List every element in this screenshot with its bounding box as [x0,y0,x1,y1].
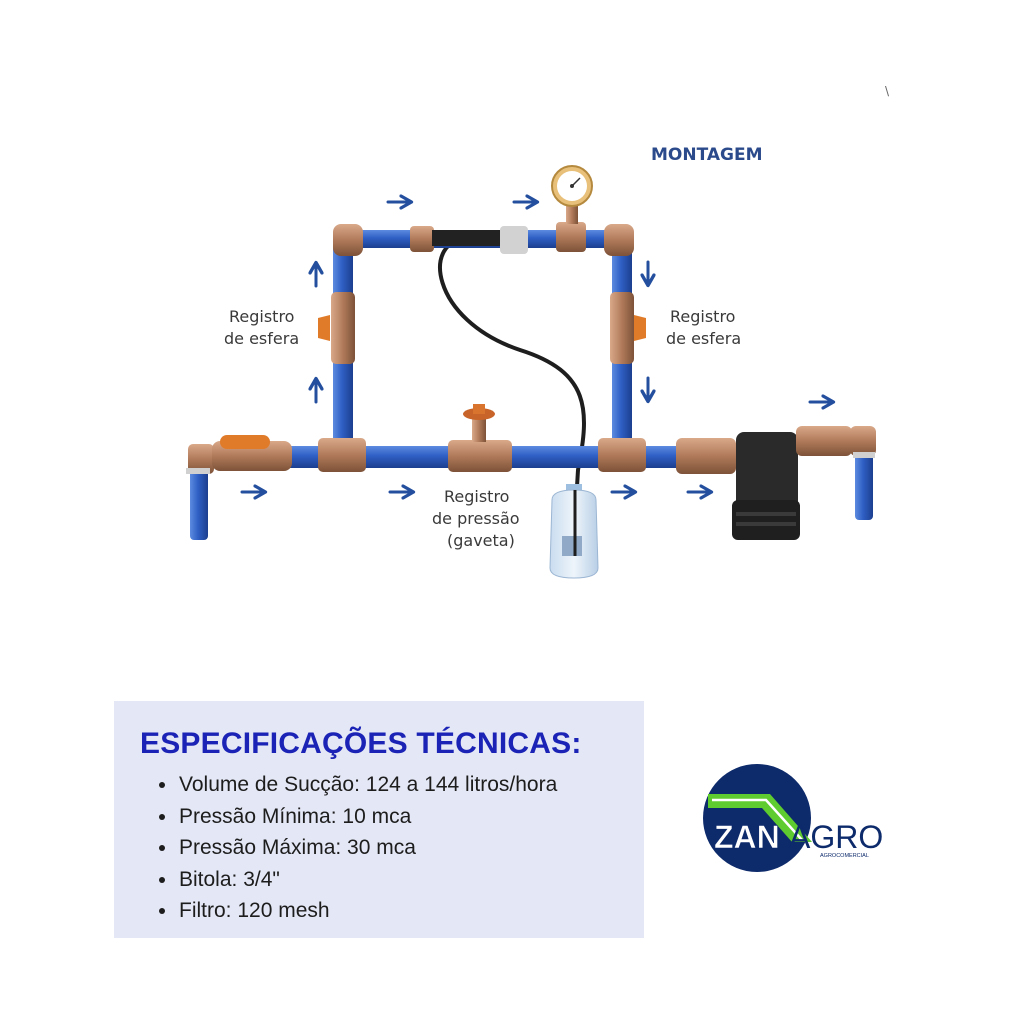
bottle-icon [549,484,599,579]
right-valve-label-line2: de esfera [666,329,741,348]
left-valve-label-line2: de esfera [224,329,299,348]
outlet-coupling [676,438,736,474]
montagem-diagram: MONTAGEM \ [186,84,890,579]
inlet-pipe [190,468,208,540]
left-top-elbow [333,224,363,256]
top-union-right [500,226,528,254]
left-valve-label-line1: Registro [229,307,294,326]
gate-valve-icon [463,404,495,420]
top-union-left [410,226,434,252]
logo-swoosh [708,794,812,842]
spec-panel: ESPECIFICAÇÕES TÉCNICAS: Volume de Sucçã… [114,701,644,938]
suction-hose [438,236,586,521]
spec-item: Volume de Sucção: 124 a 144 litros/hora [159,769,557,801]
spec-item: Pressão Mínima: 10 mca [159,801,557,833]
logo-swoosh-inner [712,798,803,841]
inlet-clamp [186,468,210,474]
spec-heading: ESPECIFICAÇÕES TÉCNICAS: [140,727,582,760]
ball-valve-icon [318,315,330,341]
outlet-coupling-2 [796,426,852,456]
pressure-gauge-icon [551,165,593,207]
spec-item: Pressão Máxima: 30 mca [159,832,557,864]
gate-label-line1: Registro [444,487,509,506]
diagram-title: MONTAGEM [651,145,763,165]
logo-wordmark-agro: AGRO [789,819,883,855]
spec-item: Filtro: 120 mesh [159,895,557,927]
gate-label-line2: de pressão [432,509,520,528]
spec-item: Bitola: 3/4" [159,864,557,896]
right-valve-label-line1: Registro [670,307,735,326]
gate-valve-stem [472,418,486,442]
stray-mark: \ [885,84,890,98]
right-ball-valve-body [610,292,634,364]
right-tee [598,438,646,472]
ball-valve-icon [634,315,646,341]
inlet-ball-valve-handle [220,435,270,449]
filter-icon [732,432,800,540]
right-top-elbow [604,224,634,256]
gate-valve-body [448,440,512,472]
outlet-elbow [850,426,876,456]
outlet-pipe [855,450,873,520]
logo-tagline: AGROCOMERCIAL [820,853,869,859]
spec-list: Volume de Sucção: 124 a 144 litros/hora … [159,769,557,927]
logo-circle [703,764,811,872]
flow-arrows [240,202,832,492]
top-hose-section [432,230,502,246]
gauge-tee [556,222,586,252]
left-ball-valve-body [331,292,355,364]
left-tee [318,438,366,472]
logo-wordmark-zan: ZAN [714,819,780,855]
zanagro-logo: ZAN AGRO AGROCOMERCIAL [703,764,883,872]
inlet-elbow [188,444,214,474]
gate-label-line3: (gaveta) [447,531,515,550]
outlet-clamp [853,452,875,458]
